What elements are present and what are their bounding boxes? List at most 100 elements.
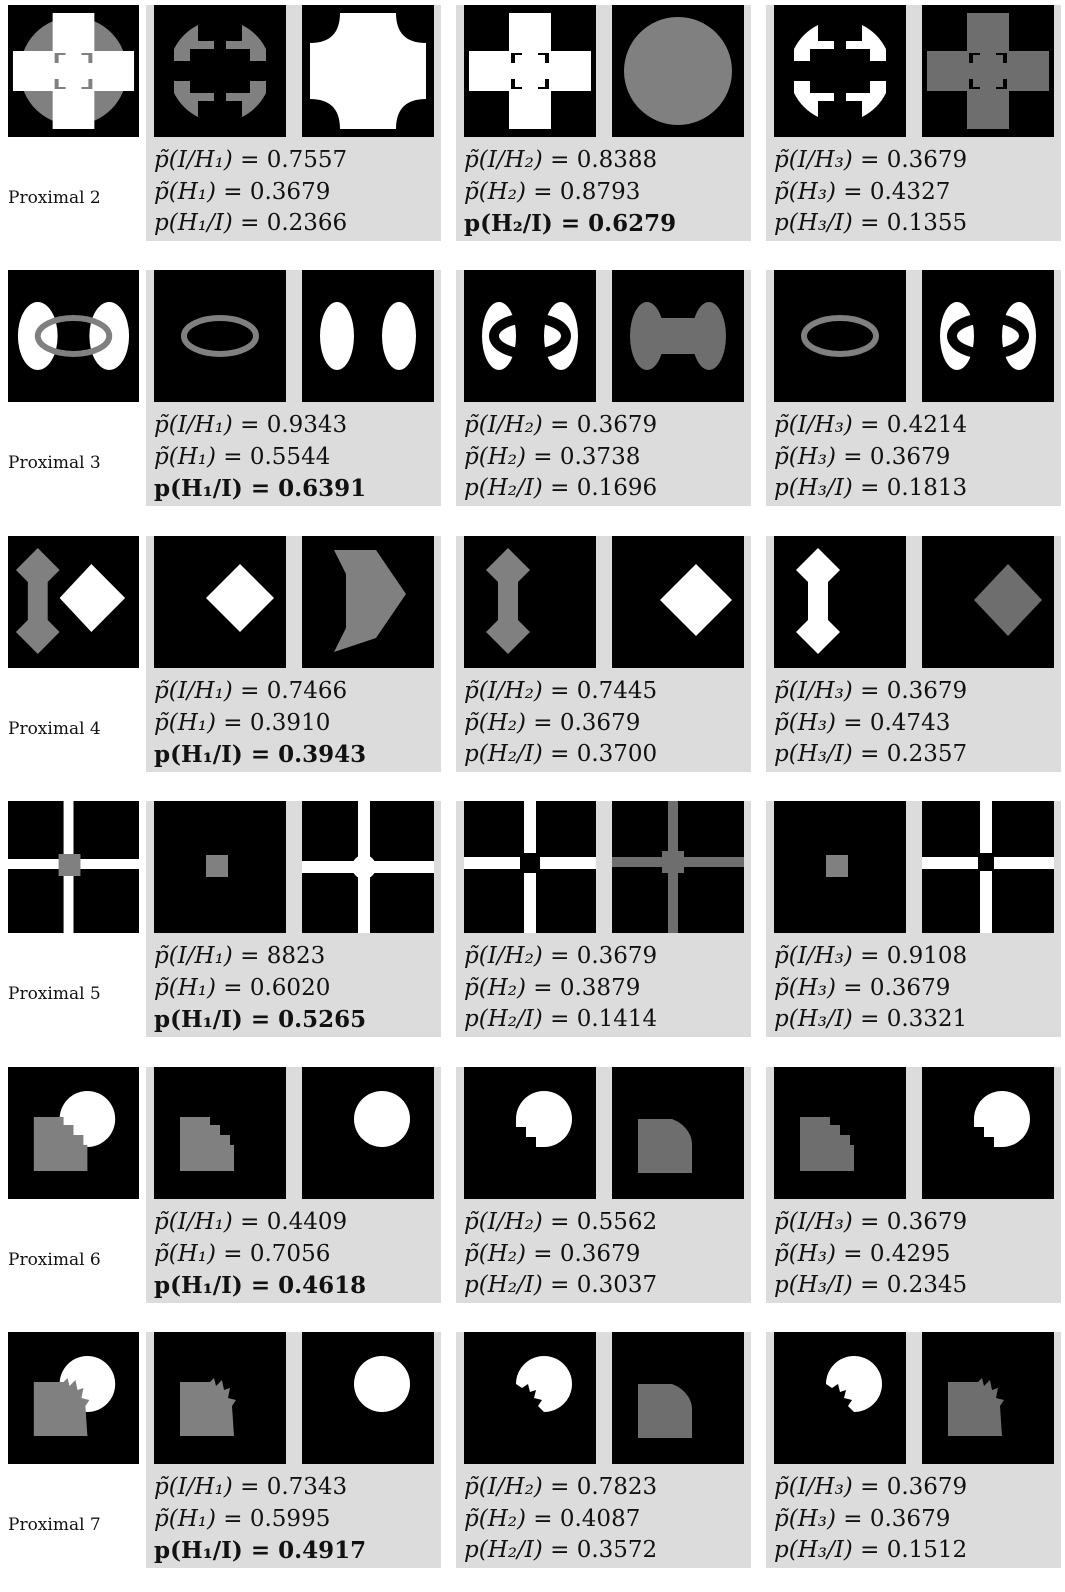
hypothesis-background-image bbox=[302, 536, 434, 668]
equals-sign: = bbox=[233, 1474, 267, 1500]
formula-value: 0.3738 bbox=[560, 444, 640, 470]
equals-sign: = bbox=[233, 943, 267, 969]
formula-lhs: p̃(H₂) bbox=[464, 710, 526, 736]
prior-line: p̃(H₁) = 0.5544 bbox=[154, 444, 330, 470]
likelihood-line: p̃(I/H₂) = 0.3679 bbox=[464, 943, 657, 969]
formula-lhs: p(H₁/I) bbox=[154, 1272, 243, 1299]
formula-lhs: p(H₂/I) bbox=[464, 1272, 543, 1298]
formula-value: 0.5562 bbox=[577, 1209, 657, 1235]
formula-lhs: p(H₃/I) bbox=[774, 741, 853, 767]
formula-lhs: p̃(I/H₂) bbox=[464, 678, 543, 704]
hypothesis-foreground-image bbox=[774, 5, 906, 137]
posterior-line: p(H₁/I) = 0.2366 bbox=[154, 210, 347, 236]
likelihood-line: p̃(I/H₃) = 0.3679 bbox=[774, 147, 967, 173]
likelihood-line: p̃(I/H₁) = 0.7343 bbox=[154, 1474, 347, 1500]
formula-value: 0.5995 bbox=[250, 1506, 330, 1532]
equals-sign: = bbox=[233, 147, 267, 173]
formula-lhs: p̃(H₂) bbox=[464, 444, 526, 470]
formula-value: 0.2345 bbox=[887, 1272, 967, 1298]
formula-value: 0.3679 bbox=[887, 678, 967, 704]
likelihood-line: p̃(I/H₁) = 0.7466 bbox=[154, 678, 347, 704]
formula-lhs: p̃(H₁) bbox=[154, 1241, 216, 1267]
equals-sign: = bbox=[526, 1506, 560, 1532]
likelihood-line: p̃(I/H₂) = 0.5562 bbox=[464, 1209, 657, 1235]
equals-sign: = bbox=[553, 210, 588, 237]
prior-line: p̃(H₃) = 0.3679 bbox=[774, 444, 950, 470]
hypothesis-foreground-image bbox=[464, 1332, 596, 1464]
hypothesis-background-image bbox=[922, 801, 1054, 933]
formula-lhs: p̃(I/H₃) bbox=[774, 412, 853, 438]
hypothesis-background-image bbox=[612, 270, 744, 402]
hypothesis-foreground-image bbox=[154, 1332, 286, 1464]
posterior-line: p(H₂/I) = 0.6279 bbox=[464, 210, 676, 237]
equals-sign: = bbox=[543, 1209, 577, 1235]
formula-lhs: p̃(H₂) bbox=[464, 975, 526, 1001]
formula-value: 0.3679 bbox=[870, 1506, 950, 1532]
equals-sign: = bbox=[853, 678, 887, 704]
formula-lhs: p̃(H₂) bbox=[464, 1241, 526, 1267]
formula-value: 0.4917 bbox=[278, 1537, 366, 1564]
formula-lhs: p̃(H₁) bbox=[154, 179, 216, 205]
input-image bbox=[8, 270, 139, 402]
hypothesis-background-image bbox=[302, 801, 434, 933]
formula-lhs: p̃(H₃) bbox=[774, 1506, 836, 1532]
prior-line: p̃(H₂) = 0.3679 bbox=[464, 710, 640, 736]
formula-value: 0.1414 bbox=[577, 1006, 657, 1032]
formula-lhs: p(H₂/I) bbox=[464, 475, 543, 501]
formula-lhs: p̃(H₃) bbox=[774, 444, 836, 470]
formula-lhs: p(H₂/I) bbox=[464, 1537, 543, 1563]
hypothesis-foreground-image bbox=[774, 1332, 906, 1464]
formula-value: 0.3679 bbox=[560, 710, 640, 736]
posterior-line: p(H₁/I) = 0.3943 bbox=[154, 741, 366, 768]
posterior-line: p(H₃/I) = 0.1355 bbox=[774, 210, 967, 236]
formula-lhs: p(H₂/I) bbox=[464, 741, 543, 767]
formula-value: 0.3700 bbox=[577, 741, 657, 767]
equals-sign: = bbox=[526, 710, 560, 736]
posterior-line: p(H₂/I) = 0.3700 bbox=[464, 741, 657, 767]
formula-value: 0.7343 bbox=[267, 1474, 347, 1500]
formula-value: 0.3679 bbox=[250, 179, 330, 205]
formula-value: 0.9108 bbox=[887, 943, 967, 969]
hypothesis-background-image bbox=[302, 5, 434, 137]
formula-lhs: p(H₃/I) bbox=[774, 1272, 853, 1298]
equals-sign: = bbox=[543, 1006, 577, 1032]
equals-sign: = bbox=[233, 678, 267, 704]
formula-value: 0.2366 bbox=[267, 210, 347, 236]
formula-lhs: p(H₂/I) bbox=[464, 1006, 543, 1032]
formula-value: 0.4327 bbox=[870, 179, 950, 205]
equals-sign: = bbox=[243, 741, 278, 768]
equals-sign: = bbox=[216, 1241, 250, 1267]
formula-value: 0.4295 bbox=[870, 1241, 950, 1267]
formula-value: 0.8793 bbox=[560, 179, 640, 205]
hypothesis-foreground-image bbox=[154, 536, 286, 668]
formula-lhs: p(H₁/I) bbox=[154, 741, 243, 768]
formula-value: 0.4087 bbox=[560, 1506, 640, 1532]
likelihood-line: p̃(I/H₂) = 0.7823 bbox=[464, 1474, 657, 1500]
formula-value: 0.3679 bbox=[870, 444, 950, 470]
hypothesis-foreground-image bbox=[154, 270, 286, 402]
formula-value: 0.6279 bbox=[588, 210, 676, 237]
likelihood-line: p̃(I/H₂) = 0.7445 bbox=[464, 678, 657, 704]
formula-value: 0.6391 bbox=[278, 475, 366, 502]
posterior-line: p(H₁/I) = 0.6391 bbox=[154, 475, 366, 502]
formula-lhs: p̃(H₂) bbox=[464, 179, 526, 205]
equals-sign: = bbox=[836, 1506, 870, 1532]
formula-lhs: p̃(I/H₂) bbox=[464, 412, 543, 438]
likelihood-line: p̃(I/H₃) = 0.3679 bbox=[774, 1474, 967, 1500]
input-image bbox=[8, 801, 139, 933]
posterior-line: p(H₃/I) = 0.1813 bbox=[774, 475, 967, 501]
formula-value: 0.3679 bbox=[577, 943, 657, 969]
equals-sign: = bbox=[543, 412, 577, 438]
equals-sign: = bbox=[243, 1006, 278, 1033]
formula-lhs: p̃(I/H₂) bbox=[464, 147, 543, 173]
equals-sign: = bbox=[853, 943, 887, 969]
formula-value: 0.3679 bbox=[887, 1209, 967, 1235]
formula-lhs: p̃(I/H₂) bbox=[464, 943, 543, 969]
